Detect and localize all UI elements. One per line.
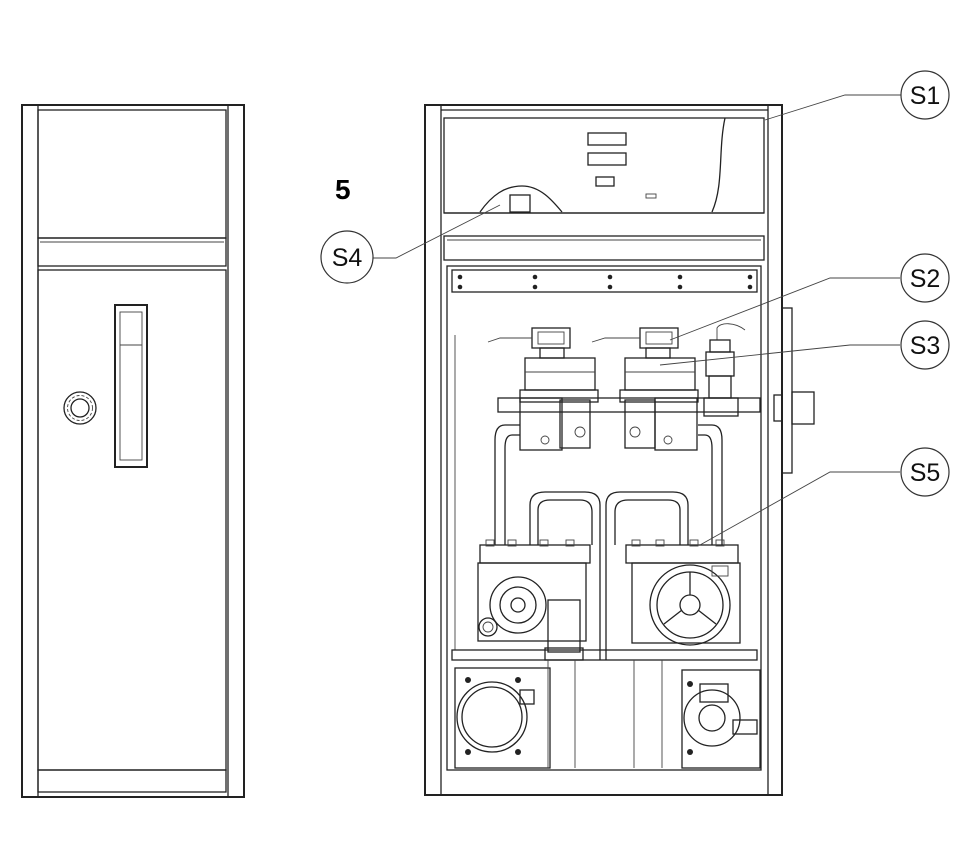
- door-lock-icon: [63, 391, 97, 425]
- display-head: [443, 117, 765, 214]
- pipework: [494, 424, 723, 660]
- callout-s1: S1: [900, 70, 950, 120]
- left-junction-box: [519, 397, 591, 451]
- figure-number: 5: [335, 174, 351, 205]
- leader-lines: [373, 94, 913, 546]
- callout-s3: S3: [900, 320, 950, 370]
- callout-s3-label: S3: [910, 332, 941, 360]
- right-meter-unit: [625, 539, 741, 646]
- callout-s4: S4: [320, 230, 374, 284]
- right-motor: [633, 660, 761, 769]
- door-handle: [114, 304, 148, 468]
- callout-s5-label: S5: [910, 459, 941, 487]
- left-motor: [454, 660, 576, 769]
- right-solenoid-valve: [591, 327, 699, 403]
- right-junction-box: [624, 397, 698, 451]
- open-cabinet: [424, 104, 815, 796]
- left-meter-unit: [477, 539, 591, 661]
- side-bracket: [773, 307, 815, 474]
- left-solenoid-valve: [487, 327, 599, 403]
- callout-s4-label: S4: [332, 244, 363, 272]
- callout-s1-label: S1: [910, 82, 941, 110]
- cable-gland: [703, 323, 746, 417]
- closed-cabinet: [21, 104, 245, 798]
- callout-s2: S2: [900, 253, 950, 303]
- callout-s5: S5: [900, 447, 950, 497]
- callout-s2-label: S2: [910, 265, 941, 293]
- frame-bolts: [457, 274, 753, 290]
